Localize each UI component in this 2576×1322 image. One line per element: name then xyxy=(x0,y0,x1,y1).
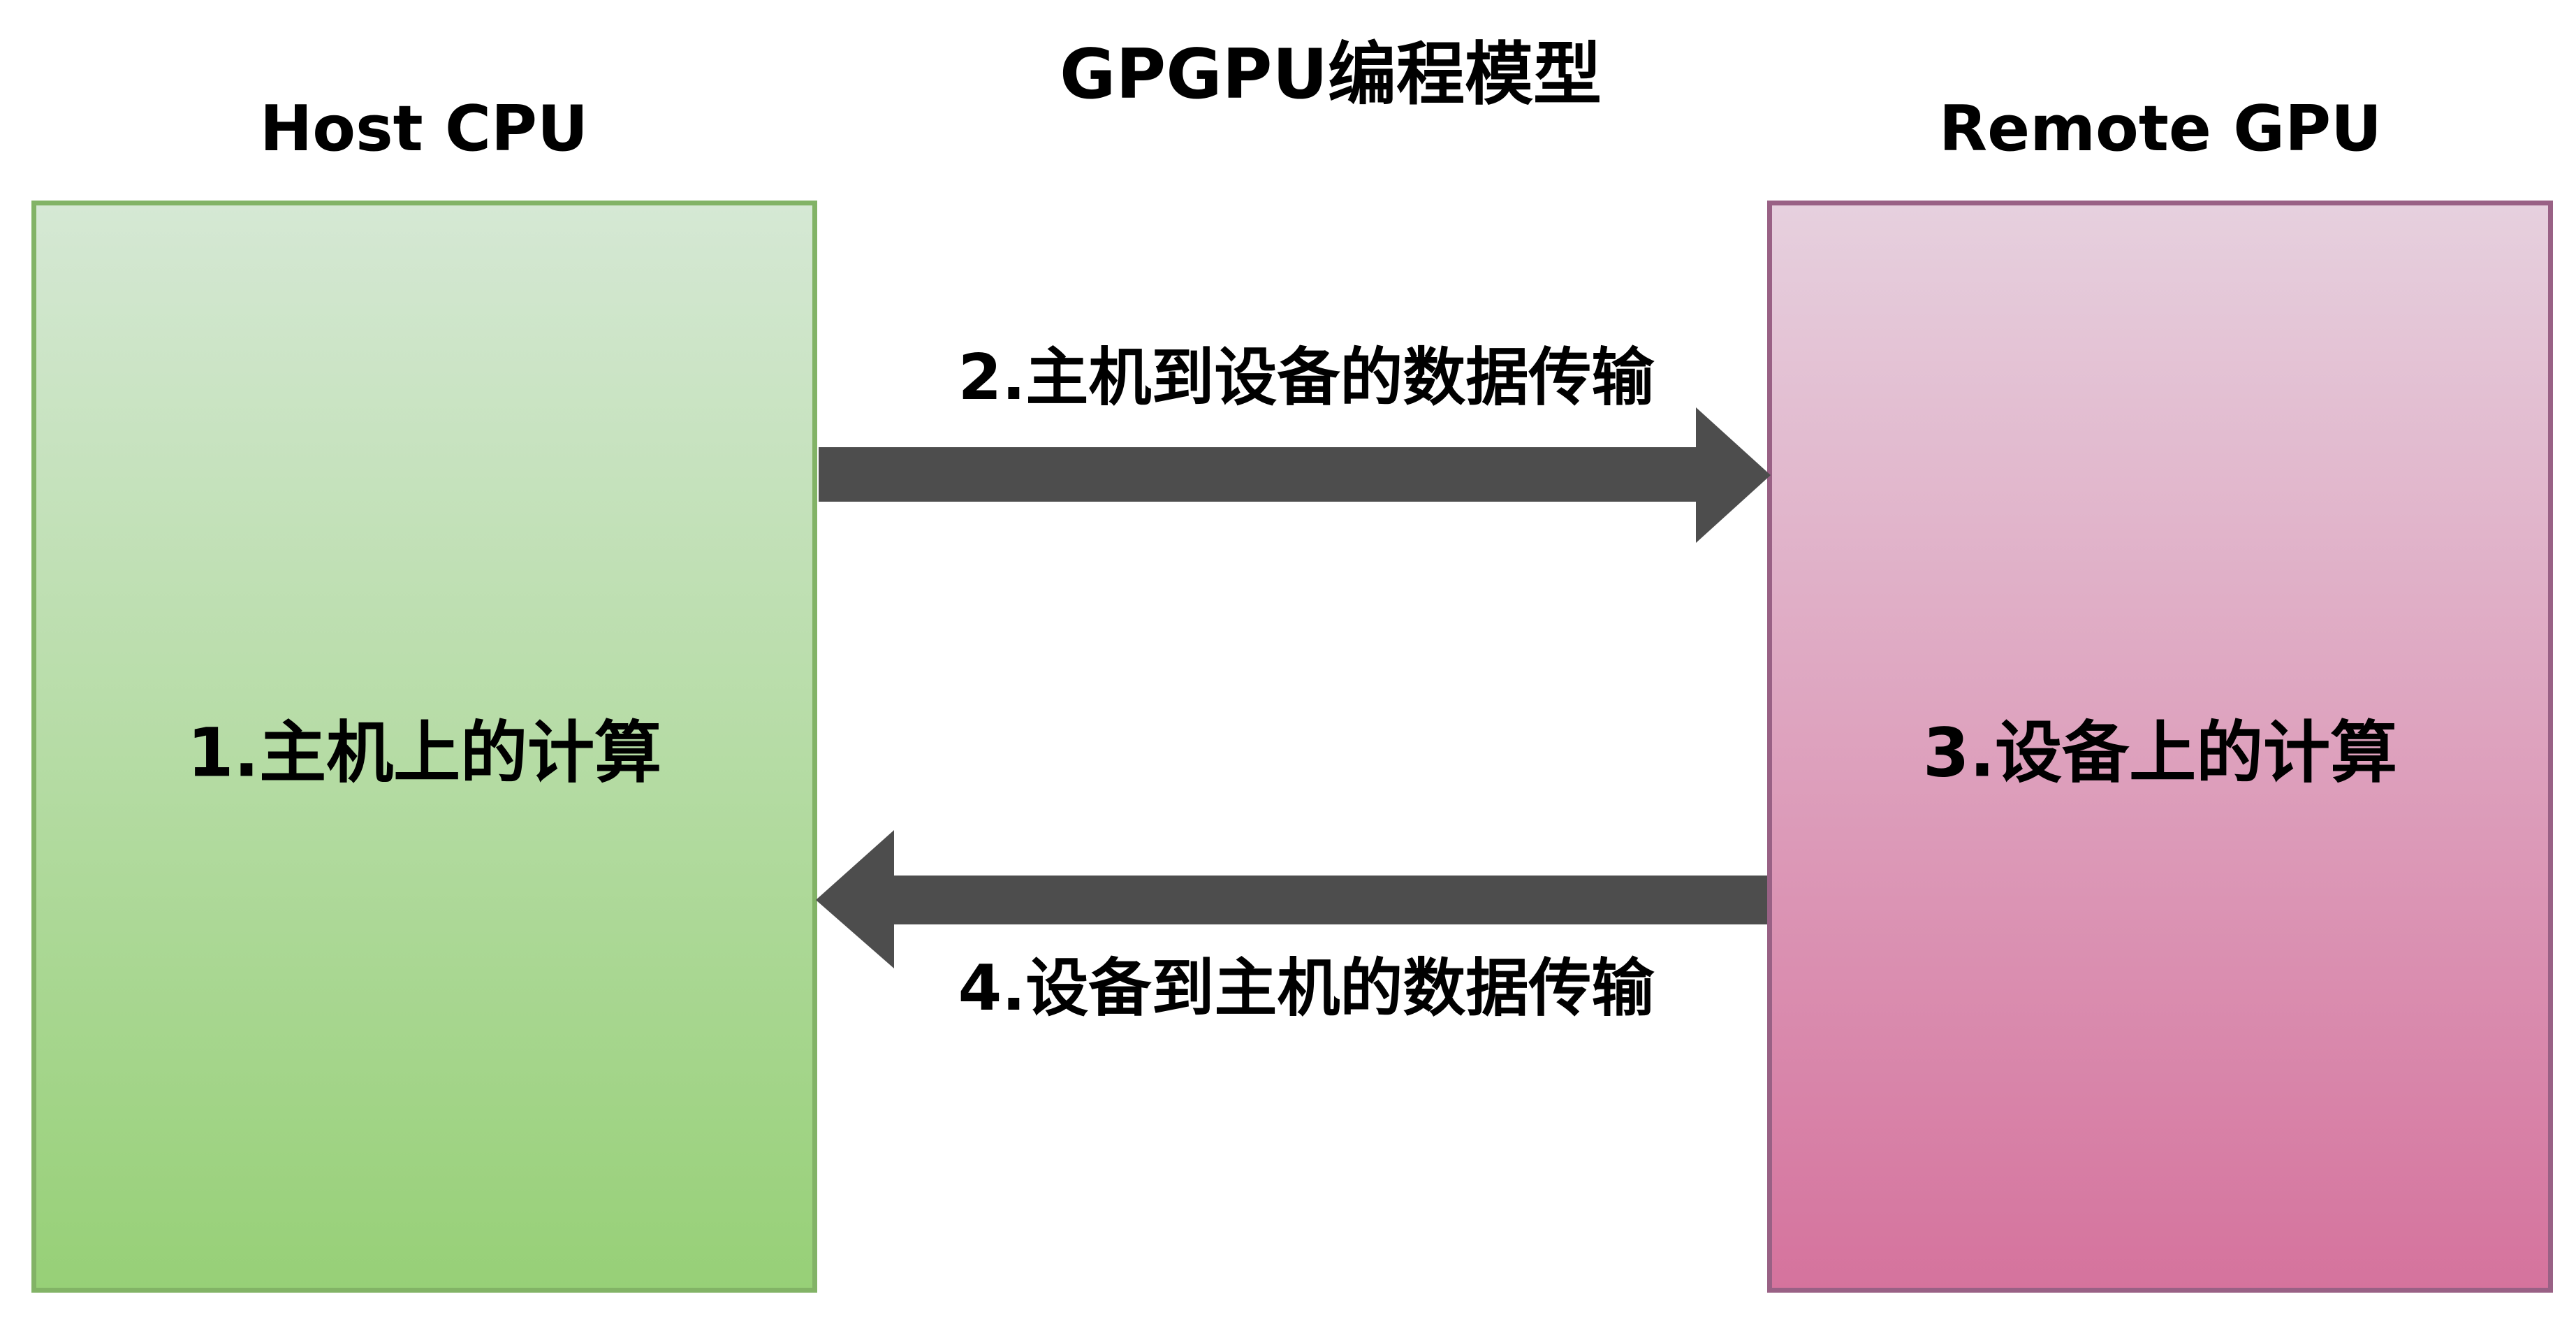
device-to-host-transfer-label: 4.设备到主机的数据传输 xyxy=(958,952,1655,1025)
host-cpu-box: 1.主机上的计算 xyxy=(31,201,817,1293)
diagram-title: GPGPU编程模型 xyxy=(1059,35,1602,115)
host-computation-label: 1.主机上的计算 xyxy=(186,713,662,792)
remote-gpu-title: Remote GPU xyxy=(1938,92,2383,166)
device-to-host-arrow xyxy=(816,830,1767,968)
remote-gpu-box: 3.设备上的计算 xyxy=(1767,201,2553,1293)
device-computation-label: 3.设备上的计算 xyxy=(1922,713,2398,792)
host-to-device-transfer-label: 2.主机到设备的数据传输 xyxy=(958,341,1655,414)
host-cpu-title: Host CPU xyxy=(259,92,589,166)
host-to-device-arrow xyxy=(819,407,1771,543)
